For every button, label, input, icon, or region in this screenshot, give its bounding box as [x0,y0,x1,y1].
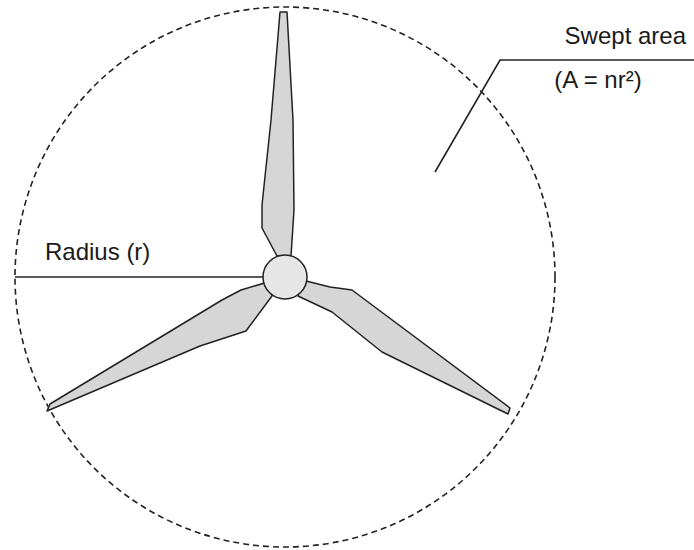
rotor-hub [263,255,307,299]
turbine-blade [47,282,272,411]
radius-line [15,276,268,278]
turbine-blade [298,280,510,414]
turbine-blade [262,12,294,256]
swept-area-label: Swept area [565,22,686,50]
area-formula-label: (A = nr²) [554,66,641,94]
swept-circle [15,7,555,547]
radius-label: Radius (r) [45,238,150,266]
leader-line [435,60,694,172]
